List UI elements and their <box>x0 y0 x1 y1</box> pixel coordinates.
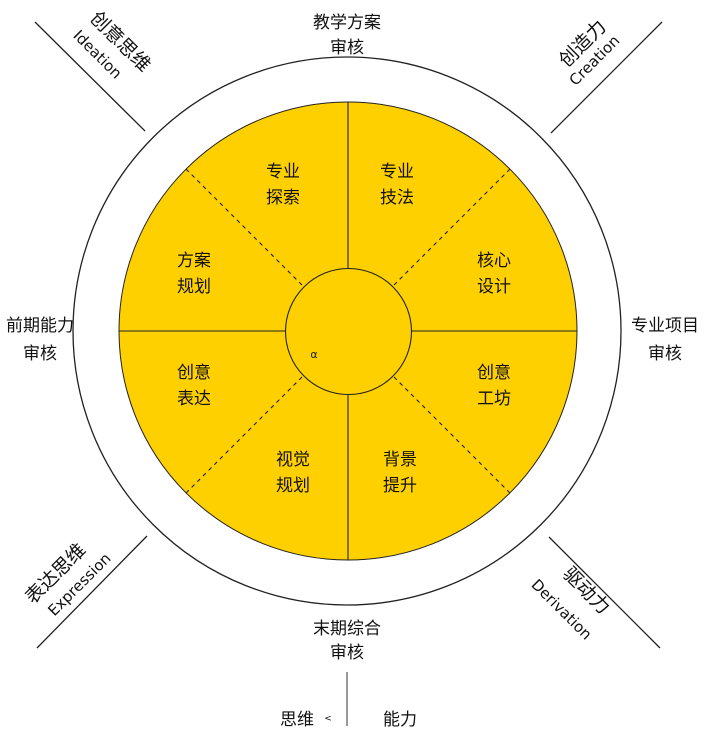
spoke-dashed-br <box>392 375 511 494</box>
legend-right: 能力 <box>383 710 417 730</box>
spoke-dashed-tr <box>392 168 511 287</box>
review-top: 审核 <box>330 38 364 58</box>
sector-label: 背景 <box>383 450 417 470</box>
sector-label: 技法 <box>380 188 414 208</box>
sector-label: 表达 <box>177 389 211 409</box>
spokes <box>119 102 577 560</box>
sector-label: 探索 <box>266 188 300 208</box>
sector-label: 专业 <box>380 162 414 182</box>
sector-label: 规划 <box>276 476 310 496</box>
divider-bottom-left <box>36 535 148 649</box>
sector-labels: 专业 探索 专业 技法 核心 设计 创意 工坊 背景 提升 视觉 规划 创意 表… <box>177 162 511 496</box>
sector-label: 方案 <box>177 251 211 271</box>
spoke-dashed-tl <box>185 168 304 287</box>
sector-label: 创意 <box>177 363 211 383</box>
divider-bottom-right <box>548 536 661 649</box>
review-bottom: 审核 <box>330 643 364 663</box>
review-right: 专业项目 <box>631 316 699 336</box>
sector-label: 设计 <box>477 277 511 297</box>
divider-top-left <box>34 21 146 132</box>
spoke-dashed-bl <box>185 375 304 494</box>
sector-label: 创意 <box>477 363 511 383</box>
legend-symbol: < <box>324 714 332 724</box>
legend-left: 思维 <box>280 710 314 730</box>
sector-label: 工坊 <box>477 389 511 409</box>
review-labels: 教学方案 审核 前期能力 审核 专业项目 审核 末期综合 审核 <box>6 13 699 663</box>
center-symbol: α <box>310 348 317 361</box>
legend: 思维 < 能力 <box>280 672 417 730</box>
sector-label: 核心 <box>477 251 511 271</box>
sector-label: 专业 <box>266 162 300 182</box>
sector-label: 视觉 <box>276 450 310 470</box>
review-left: 审核 <box>23 344 57 364</box>
review-bottom: 末期综合 <box>313 619 381 639</box>
review-top: 教学方案 <box>313 13 381 33</box>
inner-circle <box>284 267 413 396</box>
review-left: 前期能力 <box>6 316 74 336</box>
divider-top-right <box>550 21 663 134</box>
sector-label: 规划 <box>177 277 211 297</box>
sector-label: 提升 <box>383 476 417 496</box>
review-right: 审核 <box>648 344 682 364</box>
